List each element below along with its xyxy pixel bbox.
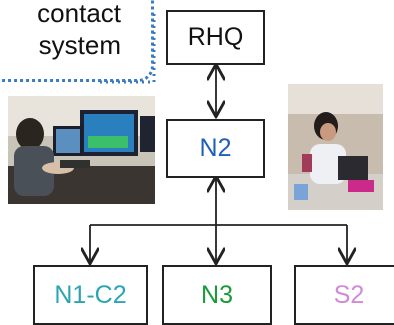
node-s2: S2 [294,265,394,325]
callout-text: contact system [37,0,121,61]
callout-pointer-line [96,14,156,84]
node-n2: N2 [166,119,265,178]
callout-line-1: contact [37,0,121,28]
node-rhq: RHQ [166,10,265,65]
operator-at-monitors-photo [8,96,155,204]
person-on-phone-photo [288,84,383,210]
node-n3: N3 [162,265,272,325]
callout-line-2: system [38,30,121,60]
node-n1-c2: N1-C2 [33,265,148,325]
node-s2-label: S2 [333,280,365,309]
node-rhq-label: RHQ [187,23,244,51]
node-n2-label: N2 [199,134,232,162]
node-n1c2-label: N1-C2 [54,280,127,309]
node-n3-label: N3 [201,280,233,309]
contact-system-callout: contact system [0,0,154,82]
